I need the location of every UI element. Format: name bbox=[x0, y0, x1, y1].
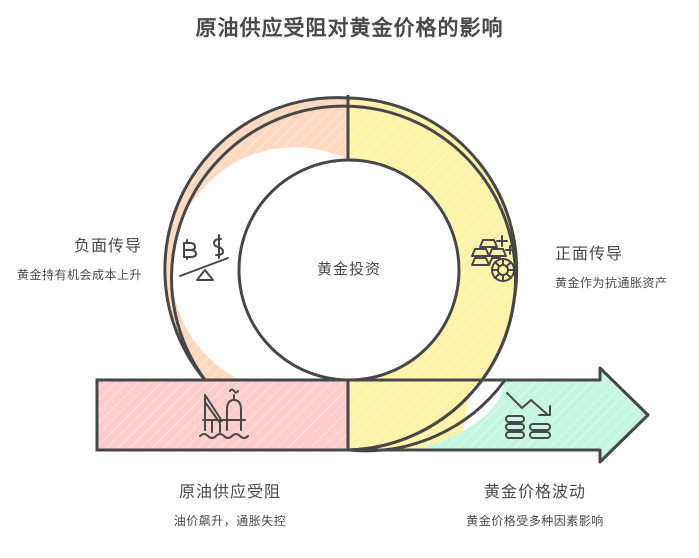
center-label-gold-investment: 黄金投资 bbox=[316, 260, 381, 278]
positive-heading: 正面传导 bbox=[555, 244, 624, 263]
positive-ring-segment bbox=[349, 98, 519, 450]
negative-heading: 负面传导 bbox=[73, 236, 142, 255]
gold-bars-coin-icon bbox=[471, 235, 515, 282]
gold-price-arrow bbox=[348, 366, 650, 464]
oil-rig-icon bbox=[199, 388, 249, 439]
oil-heading: 原油供应受阻 bbox=[178, 482, 281, 501]
positive-transmission-label: 正面传导 黄金作为抗通胀资产 bbox=[555, 240, 699, 292]
coins-trend-down-icon bbox=[505, 392, 551, 439]
negative-transmission-label: 负面传导 黄金持有机会成本上升 bbox=[0, 232, 142, 284]
gold-price-label: 黄金价格波动 黄金价格受多种因素影响 bbox=[440, 478, 630, 530]
oil-supply-label: 原油供应受阻 油价飙升，通胀失控 bbox=[140, 478, 320, 530]
seesaw-currency-icon bbox=[179, 234, 229, 281]
oil-supply-block bbox=[95, 378, 350, 452]
oil-description: 油价飙升，通胀失控 bbox=[173, 514, 287, 528]
gold-description: 黄金价格受多种因素影响 bbox=[466, 514, 604, 528]
ring-outline bbox=[163, 95, 519, 453]
gold-heading: 黄金价格波动 bbox=[483, 482, 586, 501]
diagram-title: 原油供应受阻对黄金价格的影响 bbox=[195, 16, 504, 40]
negative-description: 黄金持有机会成本上升 bbox=[16, 268, 142, 282]
positive-description: 黄金作为抗通胀资产 bbox=[555, 276, 668, 290]
